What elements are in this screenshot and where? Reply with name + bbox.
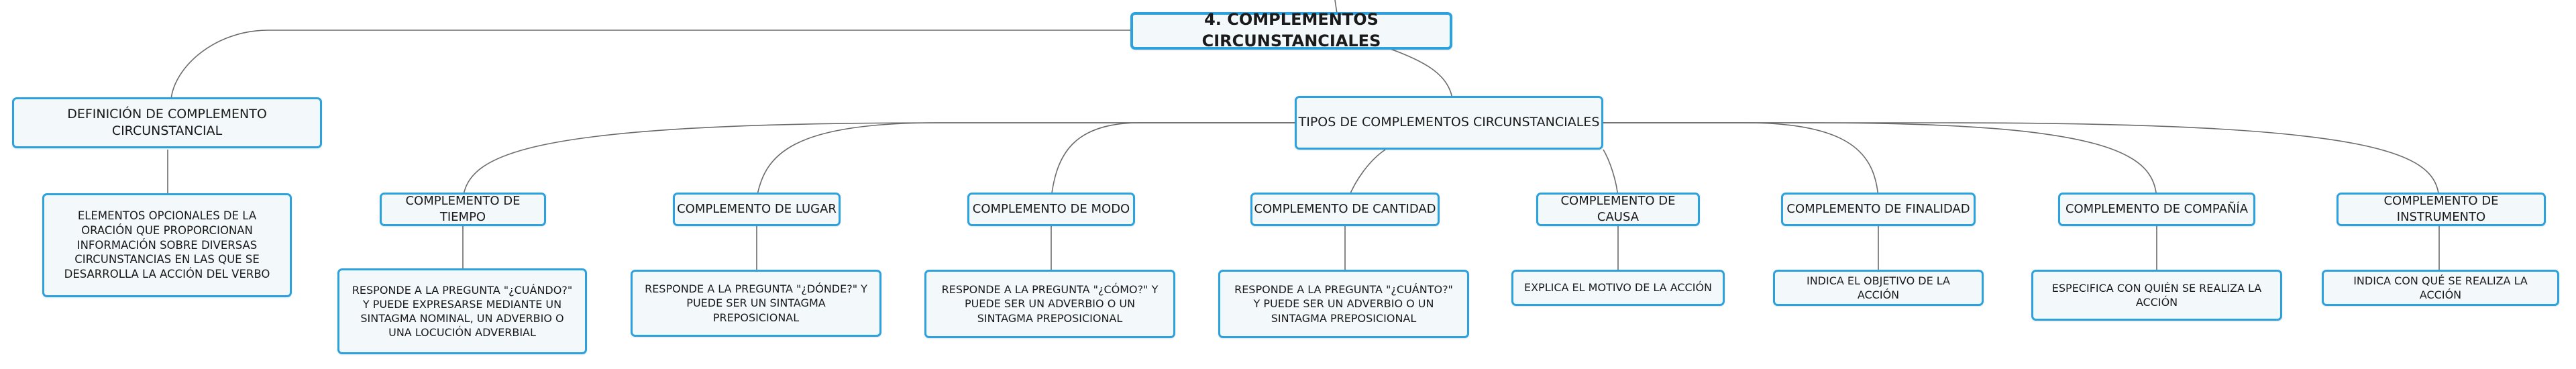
detail-compania[interactable]: ESPECIFICA CON QUIÉN SE REALIZA LA ACCIÓ…: [2031, 270, 2282, 321]
category-label: COMPLEMENTO DE INSTRUMENTO: [2383, 194, 2499, 224]
category-label: COMPLEMENTO DE MODO: [972, 202, 1130, 217]
category-lugar[interactable]: COMPLEMENTO DE LUGAR: [673, 193, 841, 226]
category-cantidad[interactable]: COMPLEMENTO DE CANTIDAD: [1250, 193, 1440, 226]
detail-instrumento[interactable]: INDICA CON QUÉ SE REALIZA LA ACCIÓN: [2322, 270, 2559, 306]
category-label: COMPLEMENTO DE FINALIDAD: [1786, 202, 1970, 217]
category-label: COMPLEMENTO DE COMPAÑÍA: [2065, 202, 2249, 217]
types-topic-label: TIPOS DE COMPLEMENTOS CIRCUNSTANCIALES: [1298, 115, 1600, 130]
detail-text: RESPONDE A LA PREGUNTA "¿CUÁNDO?" Y PUED…: [352, 283, 573, 339]
detail-lugar[interactable]: RESPONDE A LA PREGUNTA "¿DÓNDE?" Y PUEDE…: [631, 270, 881, 337]
detail-text: RESPONDE A LA PREGUNTA "¿CUÁNTO?" Y PUED…: [1234, 283, 1453, 325]
category-modo[interactable]: COMPLEMENTO DE MODO: [967, 193, 1135, 226]
detail-text: RESPONDE A LA PREGUNTA "¿DÓNDE?" Y PUEDE…: [645, 282, 867, 324]
detail-text: ESPECIFICA CON QUIÉN SE REALIZA LA ACCIÓ…: [2051, 281, 2262, 309]
category-compania[interactable]: COMPLEMENTO DE COMPAÑÍA: [2058, 193, 2255, 226]
detail-cantidad[interactable]: RESPONDE A LA PREGUNTA "¿CUÁNTO?" Y PUED…: [1218, 270, 1469, 338]
definition-topic-label: DEFINICIÓN DE COMPLEMENTO CIRCUNSTANCIAL: [67, 106, 267, 138]
detail-text: EXPLICA EL MOTIVO DE LA ACCIÓN: [1523, 281, 1712, 295]
category-instrumento[interactable]: COMPLEMENTO DE INSTRUMENTO: [2337, 193, 2546, 226]
detail-finalidad[interactable]: INDICA EL OBJETIVO DE LA ACCIÓN: [1773, 270, 1984, 306]
category-label: COMPLEMENTO DE LUGAR: [677, 202, 837, 217]
category-label: COMPLEMENTO DE TIEMPO: [405, 194, 521, 224]
root-topic[interactable]: 4. COMPLEMENTOS CIRCUNSTANCIALES: [1130, 10, 1452, 50]
root-topic-label: 4. COMPLEMENTOS CIRCUNSTANCIALES: [1201, 10, 1381, 50]
types-topic[interactable]: TIPOS DE COMPLEMENTOS CIRCUNSTANCIALES: [1295, 96, 1603, 150]
definition-topic[interactable]: DEFINICIÓN DE COMPLEMENTO CIRCUNSTANCIAL: [12, 97, 322, 148]
category-finalidad[interactable]: COMPLEMENTO DE FINALIDAD: [1781, 193, 1976, 226]
detail-tiempo[interactable]: RESPONDE A LA PREGUNTA "¿CUÁNDO?" Y PUED…: [337, 268, 587, 354]
detail-text: INDICA EL OBJETIVO DE LA ACCIÓN: [1806, 274, 1950, 301]
definition-detail[interactable]: ELEMENTOS OPCIONALES DE LA ORACIÓN QUE P…: [42, 193, 292, 297]
definition-detail-text: ELEMENTOS OPCIONALES DE LA ORACIÓN QUE P…: [64, 209, 270, 281]
detail-modo[interactable]: RESPONDE A LA PREGUNTA "¿CÓMO?" Y PUEDE …: [924, 270, 1175, 338]
category-label: COMPLEMENTO DE CANTIDAD: [1254, 202, 1436, 217]
detail-text: RESPONDE A LA PREGUNTA "¿CÓMO?" Y PUEDE …: [941, 283, 1159, 325]
category-causa[interactable]: COMPLEMENTO DE CAUSA: [1536, 193, 1700, 226]
detail-causa[interactable]: EXPLICA EL MOTIVO DE LA ACCIÓN: [1511, 270, 1725, 306]
detail-text: INDICA CON QUÉ SE REALIZA LA ACCIÓN: [2353, 274, 2528, 301]
category-tiempo[interactable]: COMPLEMENTO DE TIEMPO: [380, 193, 546, 226]
category-label: COMPLEMENTO DE CAUSA: [1560, 194, 1676, 224]
